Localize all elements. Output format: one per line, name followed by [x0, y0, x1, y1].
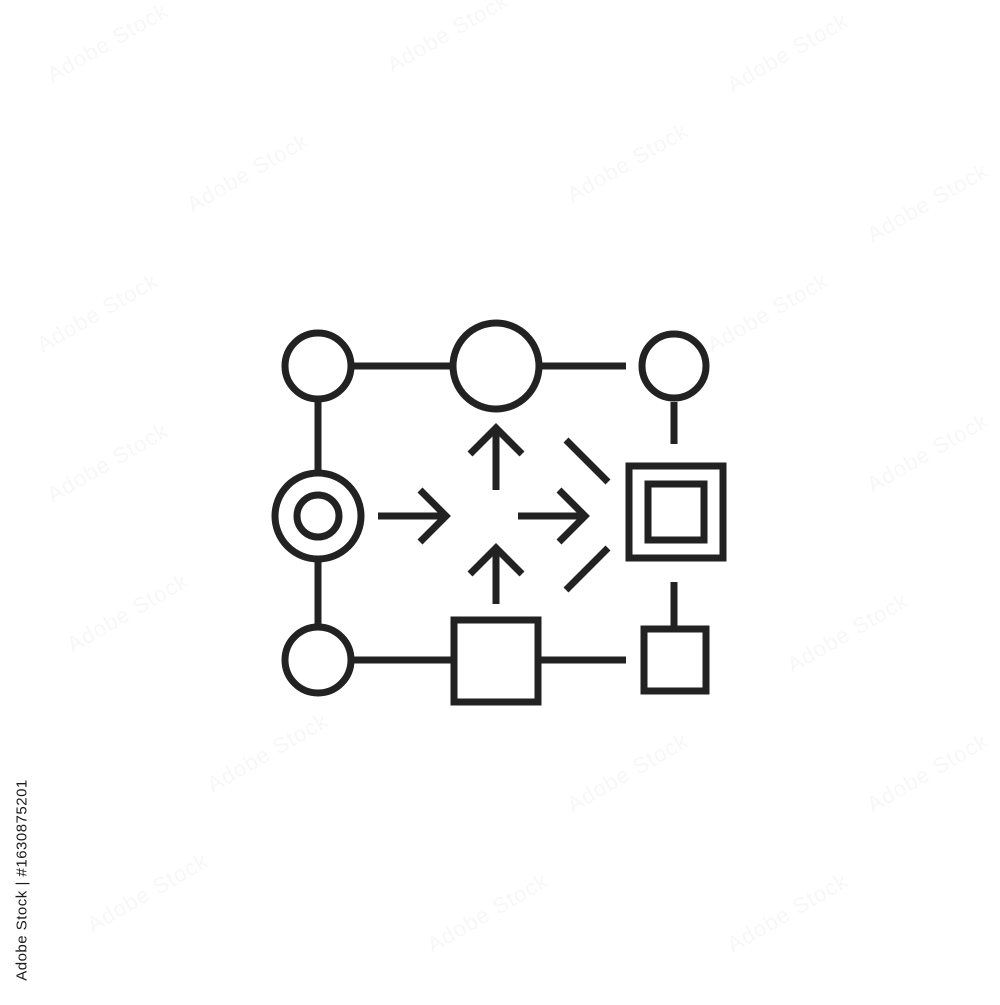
circle-node-top-center [449, 319, 543, 413]
arrow-right-left-icon [378, 487, 451, 545]
diagonal-dash-upper [563, 437, 611, 485]
start-node-outer [271, 469, 365, 563]
arrow-right-center-icon [518, 487, 590, 545]
circle-node-top-right [638, 330, 710, 402]
arrow-up-bottom-icon [467, 543, 525, 604]
start-node-inner [293, 491, 343, 541]
stock-id-label: Adobe Stock | #1630875201 [13, 779, 31, 981]
end-node-inner [644, 480, 708, 544]
end-node-outer [625, 462, 727, 562]
circle-node-top-left [281, 329, 355, 403]
diagonal-dash-lower [563, 545, 611, 593]
arrow-up-top-icon [467, 423, 525, 490]
square-node-bottom-right [640, 625, 710, 695]
square-node-bottom-center [450, 616, 542, 706]
circle-node-bottom-left [281, 623, 355, 697]
